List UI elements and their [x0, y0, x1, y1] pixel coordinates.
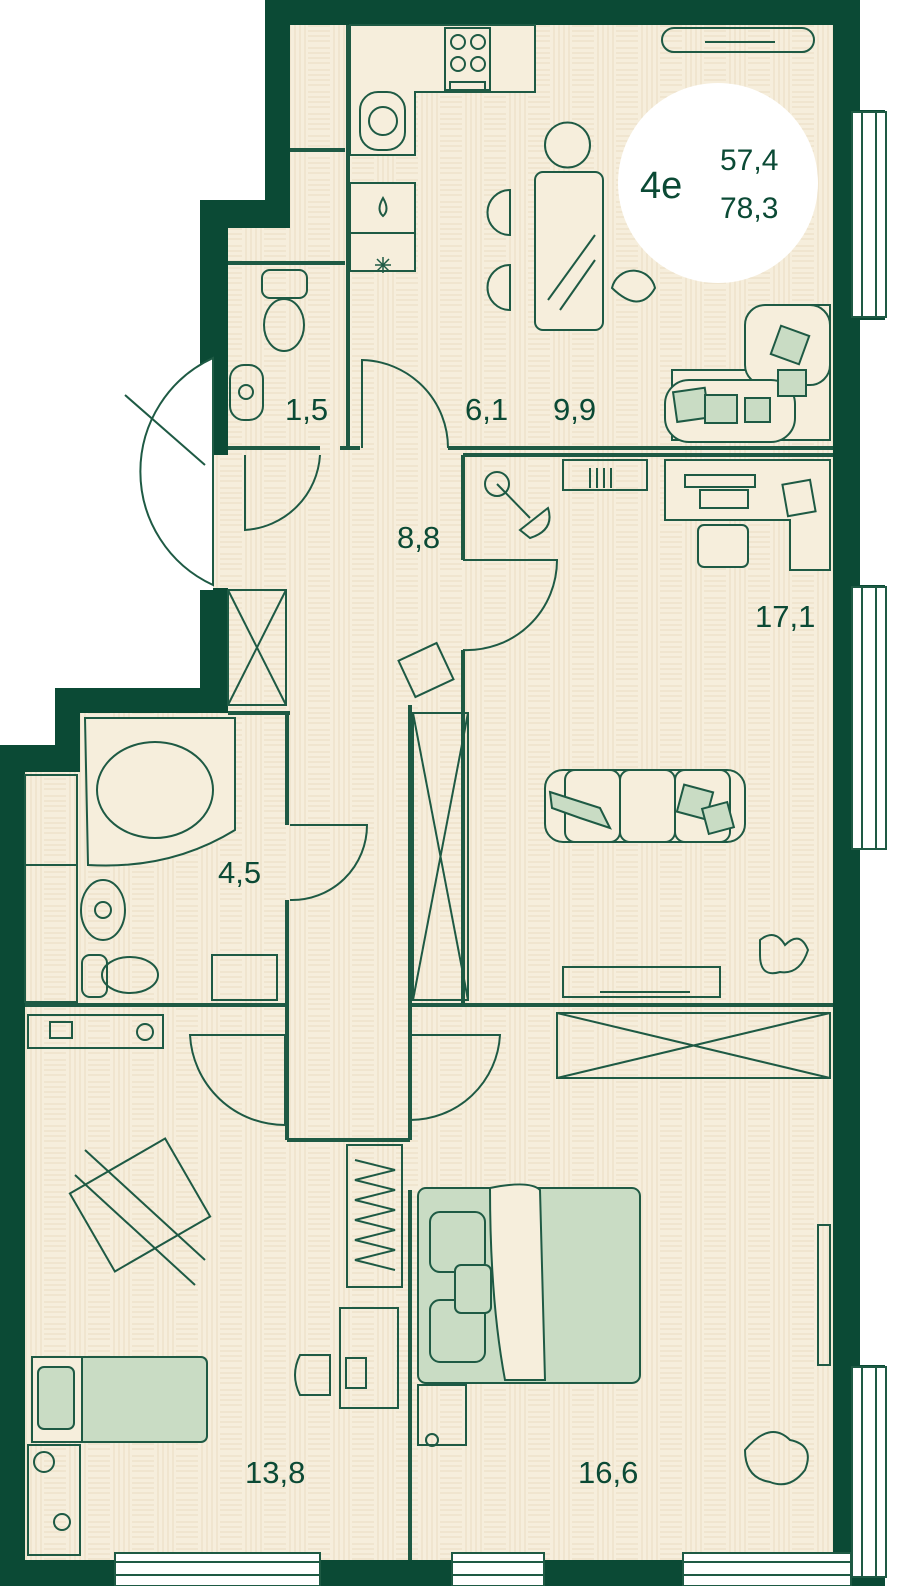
shelf-icon: [562, 459, 648, 491]
foosball-icon: [68, 1137, 212, 1286]
sink-icon: [359, 91, 406, 151]
area-bathroom: 4,5: [218, 855, 261, 890]
area-bedroom: 16,6: [578, 1455, 638, 1490]
mirror-icon: [817, 1224, 831, 1366]
plant-icon: [759, 934, 810, 975]
area-kitchen: 6,1: [465, 392, 508, 427]
sink-icon: [80, 879, 126, 941]
tv-icon: [661, 27, 815, 53]
stove-icon: [444, 27, 491, 91]
nightstand-icon: [27, 1444, 81, 1556]
fridge-icon: [375, 257, 391, 273]
dining-table: [486, 121, 657, 331]
toilet-icon: [229, 269, 308, 421]
doors: [188, 358, 559, 1127]
window-icon: [114, 111, 887, 1586]
desk-icon: [27, 1014, 164, 1049]
bed-icon: [31, 1356, 208, 1443]
interior-walls: [25, 25, 833, 1560]
apartment-badge: 4е 57,4 78,3: [618, 83, 818, 283]
plant-icon: [743, 1431, 809, 1486]
area-living: 17,1: [755, 599, 815, 634]
tv-stand-icon: [562, 966, 721, 998]
wardrobe-icon: [346, 1012, 831, 1288]
desk-icon: [664, 459, 831, 571]
area-wc: 1,5: [285, 392, 328, 427]
apartment-code: 4е: [640, 165, 682, 207]
toilet-icon: [81, 954, 159, 998]
living-area: 57,4: [720, 144, 778, 177]
desk-icon: [294, 1307, 399, 1409]
area-kids: 13,8: [245, 1455, 305, 1490]
sofa-icon: [544, 769, 746, 843]
bed-icon: [417, 1183, 641, 1384]
balcony-arc: [124, 356, 214, 587]
bathtub-icon: [83, 717, 236, 867]
total-area: 78,3: [720, 192, 778, 225]
washing-machine-icon: [211, 954, 278, 1001]
water-drop-icon: [378, 196, 388, 218]
area-dining: 9,9: [553, 392, 596, 427]
sofa-icon: [664, 304, 831, 443]
lamp-icon: [484, 471, 551, 540]
wardrobe-icon: [227, 589, 469, 1001]
area-hall: 8,8: [397, 520, 440, 555]
bath-cabinet: [24, 774, 78, 1003]
chair-icon: [397, 641, 455, 699]
nightstand-icon: [417, 1384, 467, 1447]
